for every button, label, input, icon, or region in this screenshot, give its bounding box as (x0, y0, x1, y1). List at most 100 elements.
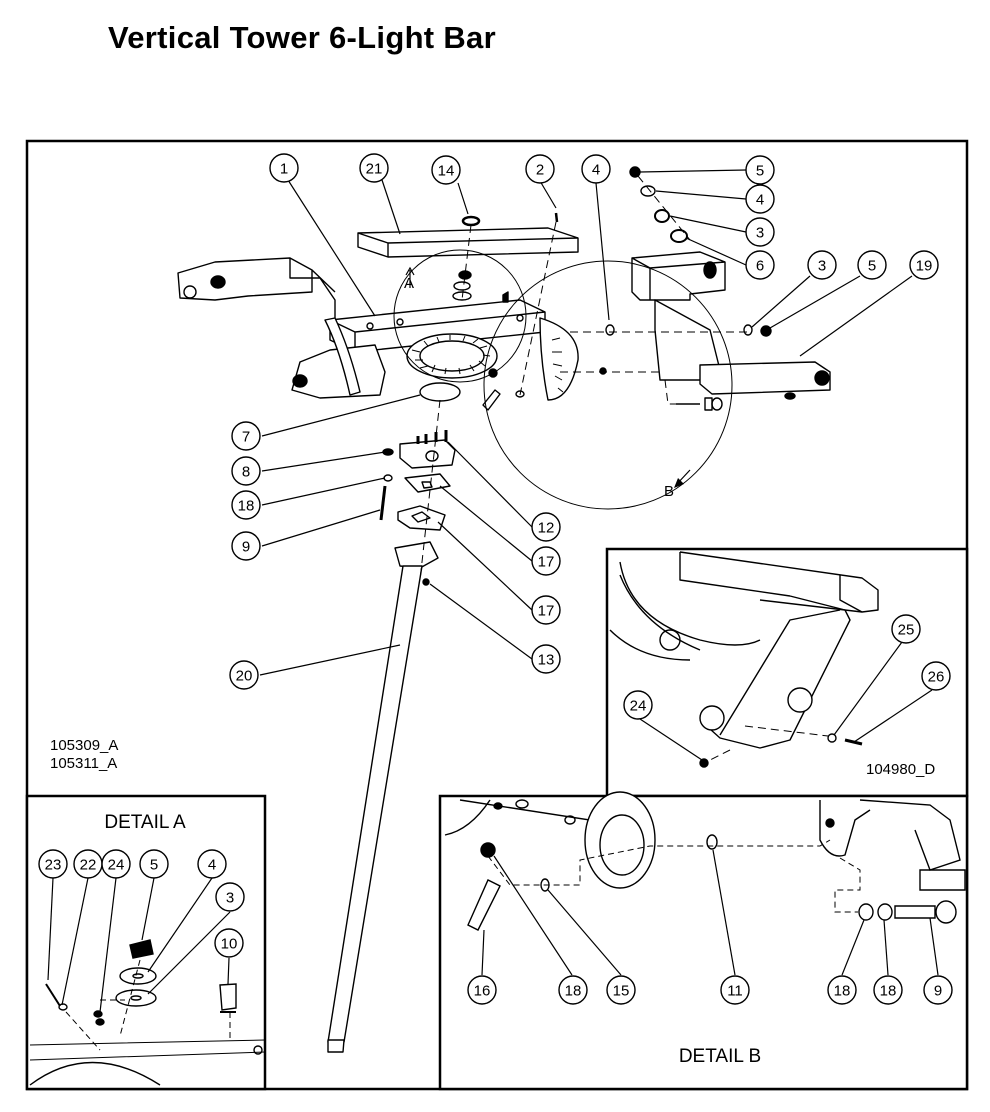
detail-b-title: DETAIL B (679, 1046, 761, 1067)
callout-number: 16 (474, 983, 491, 1000)
callout-number: 13 (538, 652, 555, 669)
callout-main-3: 3 (745, 217, 775, 247)
detail-a-title: DETAIL A (104, 812, 186, 833)
right-lower-arm (699, 361, 831, 395)
callout-circle (215, 882, 245, 912)
callout-main-5: 5 (857, 250, 887, 280)
callout-main-12: 12 (531, 512, 561, 542)
callout-circle (745, 155, 775, 185)
callout-circle (231, 421, 261, 451)
view-b-label: B (664, 483, 674, 500)
detail-b-ref: 104980_D (866, 761, 935, 778)
callout-number: 10 (221, 936, 238, 953)
callout-inset-25: 25 (891, 614, 921, 644)
callout-circle (531, 512, 561, 542)
callout-number: 9 (934, 983, 942, 1000)
callout-main-4: 4 (581, 154, 611, 184)
callout-number: 18 (565, 983, 582, 1000)
callout-inset-24: 24 (623, 690, 653, 720)
disk-7 (419, 382, 461, 402)
callout-main-6: 6 (745, 250, 775, 280)
callout-number: 20 (236, 668, 253, 685)
callout-circle (558, 975, 588, 1005)
callout-detail-a-24: 24 (101, 849, 131, 879)
callout-main-8: 8 (231, 456, 261, 486)
inset-view (609, 551, 879, 768)
callout-circle (745, 250, 775, 280)
callout-circle (921, 661, 951, 691)
callout-circle (359, 153, 389, 183)
callout-number: 5 (150, 857, 158, 874)
callout-detail-a-4: 4 (197, 849, 227, 879)
main-assembly (177, 166, 831, 1053)
callout-number: 4 (592, 162, 600, 179)
callout-number: 3 (756, 225, 764, 242)
callout-number: 17 (538, 603, 555, 620)
callout-main-3: 3 (807, 250, 837, 280)
view-a-label: A (404, 275, 414, 292)
callout-circle (231, 490, 261, 520)
part-ref-2: 105311_A (50, 755, 117, 772)
callout-circle (745, 184, 775, 214)
callout-detail-b-15: 15 (606, 975, 636, 1005)
frames (25, 139, 969, 1091)
callout-detail-b-18: 18 (873, 975, 903, 1005)
callout-circle (197, 849, 227, 879)
callout-main-18: 18 (231, 490, 261, 520)
callout-number: 17 (538, 554, 555, 571)
callout-circle (139, 849, 169, 879)
callout-circle (531, 546, 561, 576)
callout-circle (467, 975, 497, 1005)
callout-circle (581, 154, 611, 184)
callout-circle (525, 154, 555, 184)
callout-main-17: 17 (531, 595, 561, 625)
callout-number: 2 (536, 162, 544, 179)
callout-circle (720, 975, 750, 1005)
callout-main-19: 19 (909, 250, 939, 280)
right-slotted-plate (539, 317, 579, 401)
callout-detail-a-23: 23 (38, 849, 68, 879)
callout-circle (827, 975, 857, 1005)
callout-number: 5 (868, 258, 876, 275)
callout-number: 6 (756, 258, 764, 275)
callout-main-21: 21 (359, 153, 389, 183)
callout-circle (623, 690, 653, 720)
callout-inset-26: 26 (921, 661, 951, 691)
callout-number: 3 (226, 890, 234, 907)
callout-main-5: 5 (745, 155, 775, 185)
callout-circle (909, 250, 939, 280)
callout-circle (531, 595, 561, 625)
callout-number: 12 (538, 520, 555, 537)
plate-17b (397, 505, 446, 531)
callout-circle (231, 531, 261, 561)
detail-b-view (444, 791, 966, 931)
callout-number: 3 (818, 258, 826, 275)
callout-circle (873, 975, 903, 1005)
callout-number: 22 (80, 857, 97, 874)
callout-number: 4 (756, 192, 764, 209)
leader-lines (259, 169, 913, 676)
callout-number: 4 (208, 857, 216, 874)
callout-circle (269, 153, 299, 183)
callout-main-13: 13 (531, 644, 561, 674)
callout-circle (214, 928, 244, 958)
callout-circle (231, 456, 261, 486)
callout-number: 9 (242, 539, 250, 556)
tower-pole (327, 565, 423, 1043)
callout-circle (229, 660, 259, 690)
callout-number: 26 (928, 669, 945, 686)
diagram-title: Vertical Tower 6-Light Bar (108, 20, 496, 55)
callout-detail-a-3: 3 (215, 882, 245, 912)
callout-main-9: 9 (231, 531, 261, 561)
callout-number: 21 (366, 161, 383, 178)
callout-number: 19 (916, 258, 933, 275)
callout-circle (857, 250, 887, 280)
callout-number: 1 (280, 161, 288, 178)
callout-circle (431, 155, 461, 185)
callout-main-7: 7 (231, 421, 261, 451)
callout-circle (807, 250, 837, 280)
left-arm (177, 257, 313, 301)
callout-number: 24 (108, 857, 125, 874)
part-ref-1: 105309_A (50, 737, 118, 754)
